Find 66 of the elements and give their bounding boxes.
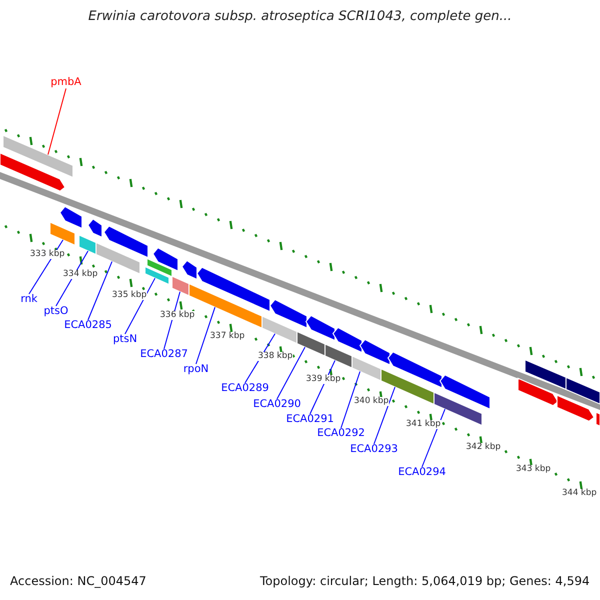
leader-line: [164, 291, 180, 350]
gene-bar: [103, 225, 148, 258]
gene-label: rnk: [20, 294, 38, 306]
scale-label: 333 kbp: [30, 250, 65, 260]
gene-bar: [305, 314, 336, 342]
leader-line: [374, 386, 396, 444]
gene-bar: [596, 412, 600, 427]
gene-label: ptsO: [44, 306, 68, 318]
gene-bar: [96, 242, 140, 275]
leader-line: [196, 306, 216, 364]
gene-bar: [172, 275, 190, 296]
gene-bar: [262, 315, 298, 344]
scale-label: 337 kbp: [210, 332, 245, 342]
gene-bar: [152, 247, 178, 272]
gene-label: rpoN: [183, 364, 209, 376]
gene-label: ECA0287: [140, 349, 188, 361]
gene-bar: [359, 338, 390, 366]
genome-info-text: Topology: circular; Length: 5,064,019 bp; Genes: 4,594: [260, 575, 590, 588]
gene-bar: [387, 351, 442, 389]
gene-bar: [352, 355, 382, 382]
accession-text: Accession: NC_004547: [10, 575, 146, 588]
leader-line: [276, 346, 306, 400]
scale-label: 344 kbp: [562, 489, 597, 498]
gene-bar: [146, 258, 172, 278]
scale-label: 336 kbp: [160, 311, 195, 320]
scale-label: 339 kbp: [306, 375, 341, 384]
gene-bar: [196, 266, 270, 312]
gene-bar: [87, 218, 102, 238]
gene-label: ECA0291: [286, 414, 334, 426]
leader-line: [310, 360, 336, 414]
gene-label: ECA0285: [64, 320, 112, 332]
leader-line: [48, 88, 66, 156]
gene-label: ECA0294: [398, 467, 446, 479]
scale-label: 335 kbp: [112, 291, 147, 300]
gene-bar: [0, 152, 66, 192]
gene-bar: [556, 394, 595, 422]
leader-line: [340, 371, 360, 428]
scale-label: 343 kbp: [516, 465, 551, 474]
gene-bar: [518, 378, 559, 406]
gene-label: ECA0292: [317, 428, 365, 440]
title: Erwinia carotovora subsp. atroseptica SCRI1043, complete gen...: [88, 10, 512, 24]
gene-label: ECA0289: [221, 383, 269, 395]
scale-label: 340 kbp: [354, 397, 389, 406]
gene-bar: [332, 326, 362, 354]
gene-bar: [144, 266, 170, 286]
scale-label: 342 kbp: [466, 443, 501, 452]
gene-bar: [269, 298, 308, 329]
scale-label: 338 kbp: [258, 352, 293, 362]
leader-line: [88, 261, 112, 320]
gene-bar: [566, 376, 600, 405]
gene-label: pmbA: [50, 77, 82, 89]
gene-bar: [524, 359, 568, 391]
gene-bar: [78, 234, 96, 256]
scale-label: 334 kbp: [63, 270, 98, 280]
scale-label: 341 kbp: [406, 420, 441, 430]
gene-bar: [296, 330, 326, 357]
gene-bar: [2, 134, 74, 178]
gene-label: ptsN: [112, 334, 138, 346]
gene-bar: [50, 221, 76, 246]
gene-label: ECA0290: [253, 399, 301, 411]
gene-bar: [439, 374, 490, 410]
gene-label: ECA0293: [350, 444, 398, 456]
gene-bar: [324, 343, 352, 369]
leader-line: [28, 239, 64, 294]
gene-bar: [181, 260, 198, 280]
gene-bar: [59, 206, 82, 230]
